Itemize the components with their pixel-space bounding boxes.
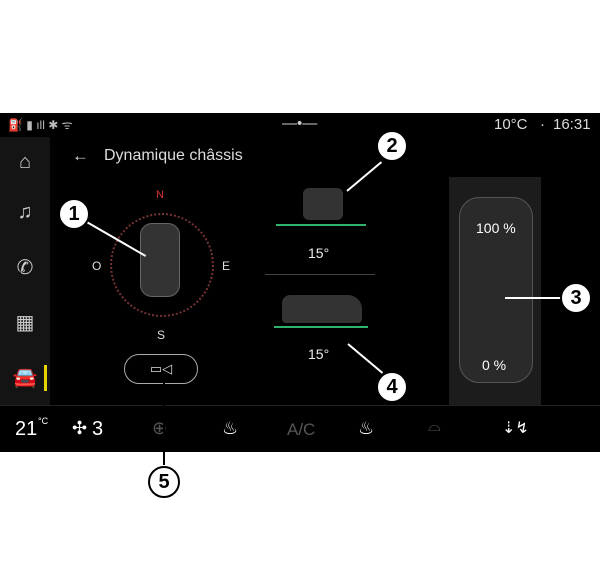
callout-1: 1 <box>58 198 90 230</box>
compass-ring <box>110 213 214 317</box>
fan-icon[interactable]: ✣ <box>72 418 88 438</box>
suspension-panel: 100 % 0 % <box>449 177 541 407</box>
callout-4: 4 <box>376 371 408 403</box>
suspension-top-value: 100 % <box>476 220 516 236</box>
roll-car-side <box>282 295 362 323</box>
callout-line-5 <box>163 383 165 465</box>
sidebar: ⌂ ♫ ✆ ▦ 🚘 <box>0 137 50 405</box>
music-icon[interactable]: ♫ <box>17 200 33 223</box>
fan-speed[interactable]: 3 <box>92 418 104 440</box>
pitch-level-line <box>276 224 366 226</box>
climate-bar: 21 °C ✣ 3 ⊕ ♨ A/C ♨ ⌓ ⇣↯ <box>0 405 600 452</box>
callout-3: 3 <box>560 282 592 314</box>
apps-grid-icon[interactable]: ▦ <box>15 311 35 334</box>
status-separator: · <box>540 116 545 133</box>
compass-north: N <box>156 189 164 201</box>
compass-west: O <box>92 259 102 273</box>
status-icons: ⛽ ▮ ıll ✱ ᯤ <box>8 118 73 132</box>
roll-level-line <box>274 326 368 328</box>
ac-button[interactable]: A/C <box>287 420 316 439</box>
suspension-car <box>459 197 533 383</box>
temp-unit: °C <box>38 416 49 426</box>
vehicle-icon[interactable]: 🚘 <box>12 366 38 389</box>
compass-east: E <box>222 259 231 273</box>
air-distribution-icon[interactable]: ⇣↯ <box>502 420 529 437</box>
status-temperature: 10°C <box>494 116 528 133</box>
suspension-bottom-value: 0 % <box>482 357 507 373</box>
callout-line-3 <box>505 297 565 299</box>
callout-5: 5 <box>148 466 180 498</box>
page-indicator[interactable]: —•— <box>282 115 318 132</box>
active-indicator <box>44 365 47 391</box>
seat-heat-left-icon[interactable]: ♨ <box>222 418 239 438</box>
screen: ⛽ ▮ ıll ✱ ᯤ —•— 10°C · 16:31 ⌂ ♫ ✆ ▦ 🚘 ←… <box>0 113 600 452</box>
status-bar: ⛽ ▮ ıll ✱ ᯤ —•— 10°C · 16:31 <box>0 113 600 137</box>
camera-icon: ▭◁ <box>149 361 173 376</box>
camera-button[interactable]: ▭◁ <box>124 354 198 384</box>
compass-car <box>140 223 180 297</box>
pitch-angle: 15° <box>308 245 330 261</box>
divider <box>265 274 375 275</box>
callout-2: 2 <box>376 130 408 162</box>
roll-angle: 15° <box>308 346 330 362</box>
home-icon[interactable]: ⌂ <box>18 150 32 173</box>
compass-south: S <box>157 328 166 342</box>
defrost-icon[interactable]: ⌓ <box>428 418 441 435</box>
status-time: 16:31 <box>553 116 591 133</box>
cabin-temperature[interactable]: 21 <box>15 418 38 440</box>
pitch-car-front <box>303 188 343 220</box>
seat-heat-right-icon[interactable]: ♨ <box>358 418 375 438</box>
page-title: Dynamique châssis <box>104 147 243 164</box>
back-icon[interactable]: ← <box>72 146 89 165</box>
phone-icon[interactable]: ✆ <box>16 256 34 279</box>
